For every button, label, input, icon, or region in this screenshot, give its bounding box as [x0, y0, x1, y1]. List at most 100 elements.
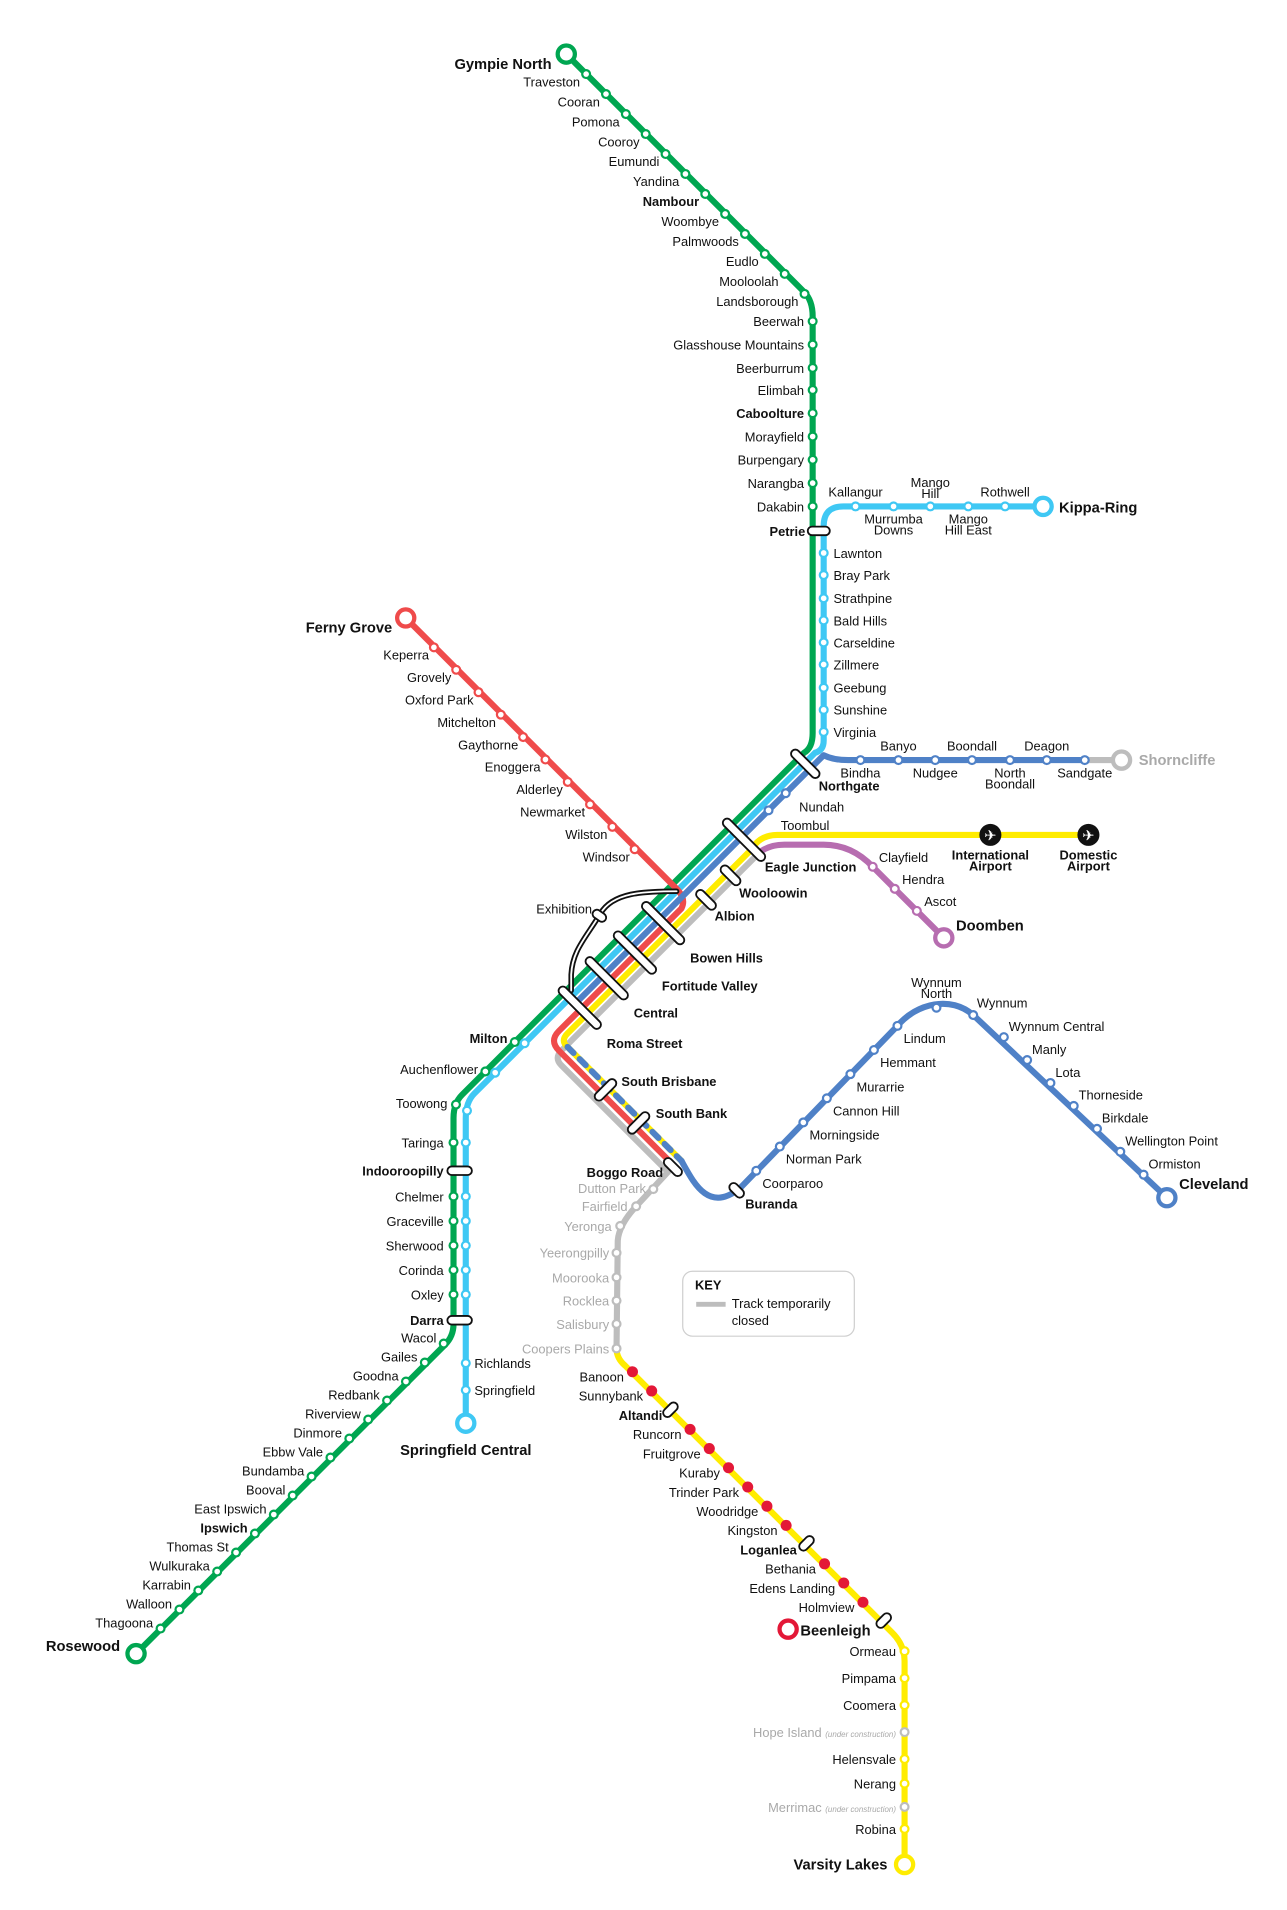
- interchange-pill-bowen-hills[interactable]: [640, 900, 686, 946]
- station-marker-woombye[interactable]: [720, 208, 731, 219]
- station-marker-geebung[interactable]: [818, 682, 829, 693]
- station-marker-murarrie[interactable]: [845, 1069, 856, 1080]
- terminal-marker-doomben[interactable]: [933, 927, 955, 949]
- station-marker-chelmer[interactable]: [448, 1191, 459, 1202]
- station-marker-kuraby[interactable]: [722, 1462, 735, 1474]
- station-marker-auchenflower[interactable]: [480, 1066, 491, 1077]
- station-marker-moorooka[interactable]: [611, 1272, 622, 1283]
- station-marker-ormeau[interactable]: [899, 1646, 910, 1657]
- station-marker-bundamba[interactable]: [306, 1471, 317, 1482]
- station-marker-oxford-park[interactable]: [473, 687, 484, 698]
- station-marker-nambour[interactable]: [700, 188, 711, 199]
- station-marker-keperra[interactable]: [428, 642, 439, 653]
- station-marker-morayfield[interactable]: [807, 431, 818, 442]
- interchange-pill-south-brisbane[interactable]: [593, 1077, 618, 1102]
- station-marker-karrabin[interactable]: [193, 1585, 204, 1596]
- station-marker-graceville[interactable]: [448, 1215, 459, 1227]
- station-marker-beerburrum[interactable]: [807, 362, 818, 373]
- interchange-pill-loganlea[interactable]: [797, 1534, 815, 1552]
- station-marker-carseldine[interactable]: [818, 637, 829, 648]
- station-marker-taringa[interactable]: [448, 1137, 459, 1148]
- station-marker-ipswich[interactable]: [249, 1528, 260, 1539]
- station-marker-milton[interactable]: [509, 1037, 520, 1048]
- interchange-pill-fortitude-valley[interactable]: [612, 930, 658, 976]
- station-marker-eudlo[interactable]: [759, 248, 770, 259]
- station-marker-rothwell[interactable]: [1000, 501, 1011, 512]
- interchange-pill-central[interactable]: [584, 955, 630, 1001]
- station-marker-merrimac[interactable]: [899, 1801, 910, 1812]
- station-marker-yeronga[interactable]: [615, 1220, 626, 1231]
- station-marker-sandgate[interactable]: [1079, 755, 1090, 766]
- terminal-marker-shorncliffe[interactable]: [1110, 749, 1133, 771]
- station-marker-manly[interactable]: [1022, 1055, 1033, 1066]
- station-marker-eumundi[interactable]: [660, 148, 671, 160]
- interchange-pill-exhibition[interactable]: [591, 908, 608, 923]
- station-marker-nerang[interactable]: [899, 1778, 910, 1789]
- station-marker-pimpama[interactable]: [899, 1673, 910, 1684]
- interchange-pill-beenleigh[interactable]: [875, 1611, 893, 1629]
- station-marker-ascot[interactable]: [911, 905, 922, 916]
- station-marker-sherwood[interactable]: [448, 1240, 459, 1251]
- station-marker-caboolture[interactable]: [807, 408, 818, 419]
- station-marker-traveston[interactable]: [581, 69, 592, 80]
- interchange-pill-indooroopilly[interactable]: [446, 1165, 473, 1176]
- station-marker-kallangur[interactable]: [850, 501, 861, 512]
- interchange-pill-wooloowin[interactable]: [719, 864, 742, 887]
- station-marker-fruitgrove[interactable]: [703, 1443, 715, 1455]
- station-marker-dinmore[interactable]: [344, 1433, 355, 1444]
- station-marker-hope-island[interactable]: [899, 1727, 910, 1738]
- interchange-pill-altandi[interactable]: [661, 1401, 679, 1419]
- interchange-pill-south-bank[interactable]: [626, 1110, 651, 1135]
- station-marker-windsor[interactable]: [629, 844, 640, 855]
- station-marker-rocklea[interactable]: [611, 1295, 622, 1306]
- station-marker-deagon[interactable]: [1041, 755, 1052, 766]
- station-marker-nudgee[interactable]: [930, 755, 941, 766]
- station-marker-lawnton[interactable]: [818, 547, 829, 558]
- station-marker-ormiston[interactable]: [1138, 1169, 1149, 1180]
- station-marker-alderley[interactable]: [562, 776, 573, 787]
- station-marker-bethania[interactable]: [819, 1558, 831, 1570]
- station-marker-palmwoods[interactable]: [739, 228, 751, 239]
- station-marker-wynnum-north[interactable]: [931, 1002, 942, 1013]
- station-marker-dutton-park[interactable]: [648, 1184, 659, 1195]
- station-marker-coorparoo[interactable]: [751, 1165, 762, 1176]
- station-marker-cannon-hill[interactable]: [821, 1093, 832, 1104]
- station-marker-bald-hills[interactable]: [818, 615, 829, 626]
- station-marker-coopers-plains[interactable]: [611, 1343, 622, 1354]
- station-marker-woodridge[interactable]: [761, 1500, 773, 1512]
- station-marker-gaythorne[interactable]: [518, 732, 529, 743]
- station-marker-hendra[interactable]: [889, 883, 900, 894]
- station-marker-wacol[interactable]: [438, 1338, 449, 1349]
- station-marker-salisbury[interactable]: [611, 1318, 622, 1329]
- station-marker-wynnum[interactable]: [968, 1010, 979, 1021]
- station-marker-fairfield[interactable]: [631, 1201, 642, 1212]
- station-marker-toowong[interactable]: [450, 1099, 461, 1110]
- station-marker-virginia[interactable]: [818, 726, 829, 737]
- terminal-marker-rosewood[interactable]: [125, 1642, 147, 1665]
- station-marker-redbank[interactable]: [382, 1395, 393, 1406]
- station-marker-dakabin[interactable]: [807, 501, 818, 512]
- station-marker-riverview[interactable]: [363, 1414, 374, 1425]
- station-marker-mango-hill-east[interactable]: [963, 501, 974, 512]
- station-marker-edens-landing[interactable]: [838, 1577, 850, 1589]
- station-marker-kingston[interactable]: [780, 1519, 792, 1531]
- station-marker-murrumba-downs[interactable]: [888, 501, 899, 512]
- station-marker-north-boondall[interactable]: [1004, 755, 1016, 766]
- station-marker-mango-hill[interactable]: [925, 501, 936, 512]
- station-marker-goodna[interactable]: [400, 1376, 411, 1387]
- terminal-marker-gympie-north[interactable]: [555, 43, 578, 65]
- station-marker-wulkuraka[interactable]: [212, 1566, 223, 1577]
- station-marker-yandina[interactable]: [680, 168, 691, 180]
- interchange-pill-eagle-junction[interactable]: [721, 817, 767, 863]
- terminal-marker-cleveland[interactable]: [1156, 1186, 1178, 1209]
- station-marker-trinder-park[interactable]: [742, 1481, 754, 1493]
- interchange-pill-darra[interactable]: [446, 1315, 473, 1326]
- interchange-pill-roma-street[interactable]: [557, 985, 603, 1031]
- terminal-marker-varsity-lakes[interactable]: [893, 1853, 916, 1876]
- station-marker-runcorn[interactable]: [684, 1423, 696, 1435]
- station-marker-newmarket[interactable]: [585, 799, 596, 810]
- terminal-marker-ferny-grove[interactable]: [394, 607, 417, 629]
- station-marker-thorneside[interactable]: [1068, 1100, 1079, 1111]
- station-marker-toombul[interactable]: [763, 805, 774, 816]
- station-marker-lindum[interactable]: [892, 1020, 903, 1031]
